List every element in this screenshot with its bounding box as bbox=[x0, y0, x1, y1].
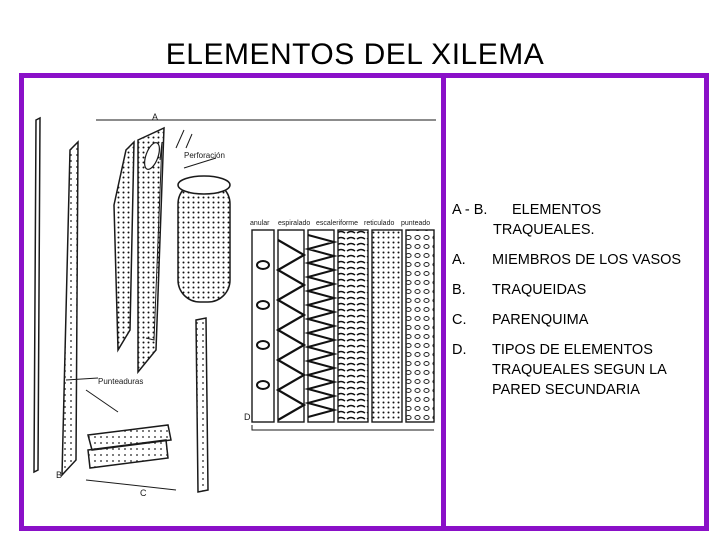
label-d: D bbox=[244, 412, 251, 422]
slide-title: ELEMENTOS DEL XILEMA bbox=[165, 38, 545, 71]
legend-header-line1: ELEMENTOS bbox=[512, 202, 602, 218]
label-b: B bbox=[56, 470, 62, 480]
legend-item-key: D. bbox=[452, 342, 467, 358]
legend-item-key: B. bbox=[452, 282, 466, 298]
legend-item: A. MIEMBROS DE LOS VASOS bbox=[452, 250, 702, 270]
legend-item-key: A. bbox=[452, 252, 466, 268]
legend-item-value: MIEMBROS DE LOS VASOS bbox=[492, 252, 682, 268]
label-espiralado: espiralado bbox=[278, 220, 310, 227]
legend-item-value: PARENQUIMA bbox=[492, 312, 589, 328]
legend-item-value: TRAQUEIDAS bbox=[492, 282, 587, 298]
label-reticulado: reticulado bbox=[364, 220, 394, 227]
label-anular: anular bbox=[250, 220, 270, 227]
legend-item-value: TIPOS DE ELEMENTOS TRAQUEALES SEGUN LA P… bbox=[492, 342, 667, 398]
label-escaleriforme: escaleriforme bbox=[316, 220, 358, 227]
label-perforacion: Perforación bbox=[184, 151, 225, 160]
legend: A - B. ELEMENTOS TRAQUEALES. A. MIEMBROS… bbox=[452, 200, 702, 400]
legend-item: B. TRAQUEIDAS bbox=[452, 280, 702, 300]
vessel-member-drawings bbox=[96, 119, 436, 375]
label-a: A bbox=[152, 112, 158, 122]
legend-header: A - B. ELEMENTOS bbox=[452, 200, 702, 220]
wall-thickening-types bbox=[251, 229, 435, 431]
xylem-elements-figure: A Perforación Punteaduras B C D anular e… bbox=[33, 112, 436, 498]
tracheid-drawings bbox=[33, 116, 79, 477]
legend-header-line2: TRAQUEALES. bbox=[493, 222, 595, 238]
label-punteado: punteado bbox=[401, 220, 430, 227]
label-c: C bbox=[140, 488, 147, 498]
label-punteaduras: Punteaduras bbox=[98, 377, 143, 386]
frame-divider bbox=[441, 78, 446, 526]
legend-item-key: C. bbox=[452, 312, 467, 328]
legend-header-key: A - B. bbox=[452, 202, 488, 218]
parenchyma-drawings bbox=[65, 317, 209, 493]
legend-item: C. PARENQUIMA bbox=[452, 310, 702, 330]
legend-item: D. TIPOS DE ELEMENTOS TRAQUEALES SEGUN L… bbox=[452, 340, 702, 400]
